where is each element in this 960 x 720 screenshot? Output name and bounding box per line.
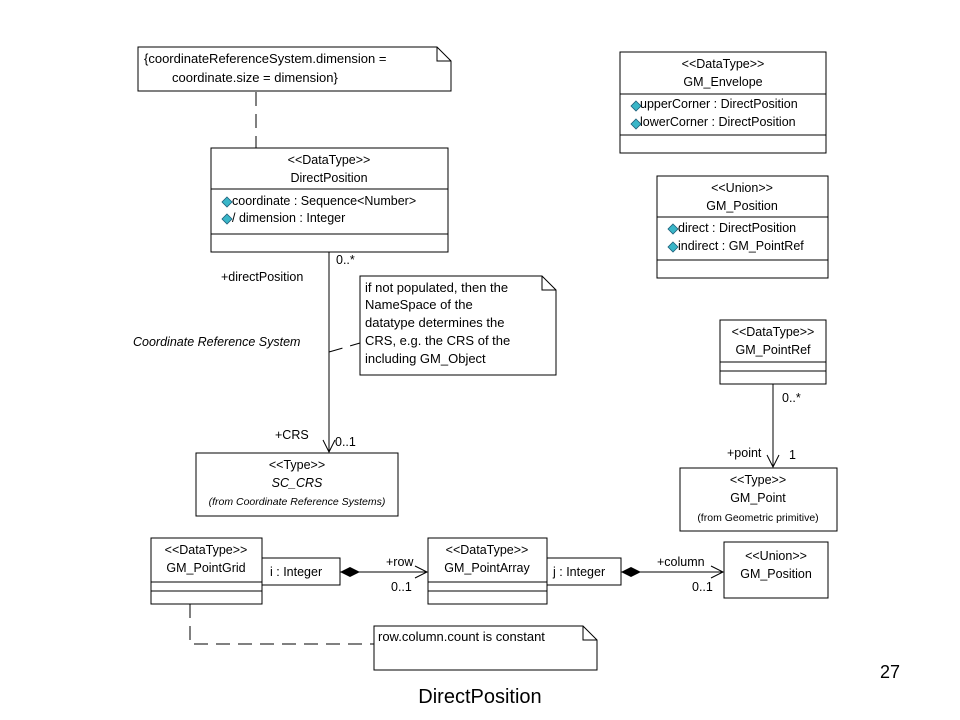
note-line: NameSpace of the bbox=[365, 297, 473, 312]
attribute-icon bbox=[221, 213, 233, 225]
note-dimension-constraint: {coordinateReferenceSystem.dimension = c… bbox=[137, 46, 452, 92]
class-name: SC_CRS bbox=[272, 476, 323, 490]
note-line: row.column.count is constant bbox=[378, 629, 545, 644]
class-gm-point[interactable]: <<Type>> GM_Point (from Geometric primit… bbox=[679, 467, 838, 532]
class-attribute: upperCorner : DirectPosition bbox=[640, 97, 798, 111]
class-stereotype: <<Union>> bbox=[745, 549, 807, 563]
class-gm-position-union[interactable]: <<Union>> GM_Position direct : DirectPos… bbox=[656, 175, 829, 279]
class-stereotype: <<Type>> bbox=[269, 458, 325, 472]
association-arrowhead bbox=[766, 454, 780, 469]
qualifier-label: i : Integer bbox=[270, 565, 322, 579]
class-stereotype: <<DataType>> bbox=[165, 543, 248, 557]
class-name: GM_Point bbox=[730, 491, 786, 505]
qualifier-j[interactable]: j : Integer bbox=[546, 557, 622, 586]
attribute-icon bbox=[667, 241, 679, 253]
association-role: +point bbox=[727, 446, 762, 460]
note-namespace: if not populated, then the NameSpace of … bbox=[359, 275, 557, 376]
class-gm-pointarray[interactable]: <<DataType>> GM_PointArray bbox=[427, 537, 548, 605]
class-gm-position[interactable]: <<Union>> GM_Position bbox=[723, 541, 829, 599]
association-multiplicity: 1 bbox=[789, 448, 796, 462]
class-stereotype: <<DataType>> bbox=[682, 57, 765, 71]
qualifier-i[interactable]: i : Integer bbox=[261, 557, 341, 586]
note-row-column: row.column.count is constant bbox=[373, 625, 598, 671]
note-line: {coordinateReferenceSystem.dimension = bbox=[144, 51, 386, 66]
class-name: GM_PointRef bbox=[735, 343, 811, 357]
class-name: GM_PointGrid bbox=[166, 561, 245, 575]
note-anchor-line bbox=[189, 604, 375, 645]
class-stereotype: <<DataType>> bbox=[446, 543, 529, 557]
association-name: Coordinate Reference System bbox=[133, 335, 300, 349]
class-directposition[interactable]: <<DataType>> DirectPosition coordinate :… bbox=[210, 147, 449, 253]
class-gm-envelope[interactable]: <<DataType>> GM_Envelope upperCorner : D… bbox=[619, 51, 827, 154]
association-multiplicity: 0..* bbox=[336, 253, 355, 267]
note-anchor-line bbox=[328, 342, 361, 353]
composition-diamond bbox=[340, 567, 360, 577]
page-number: 27 bbox=[880, 662, 901, 682]
note-line: datatype determines the bbox=[365, 315, 504, 330]
class-package: (from Coordinate Reference Systems) bbox=[209, 496, 386, 508]
class-package: (from Geometric primitive) bbox=[697, 512, 818, 524]
attribute-icon bbox=[667, 223, 679, 235]
class-name: GM_Envelope bbox=[683, 75, 762, 89]
class-stereotype: <<DataType>> bbox=[288, 153, 371, 167]
note-line: coordinate.size = dimension} bbox=[172, 70, 339, 85]
class-gm-pointref[interactable]: <<DataType>> GM_PointRef bbox=[719, 319, 827, 385]
note-line: including GM_Object bbox=[365, 351, 486, 366]
slide-title: DirectPosition bbox=[418, 686, 542, 708]
class-gm-pointgrid[interactable]: <<DataType>> GM_PointGrid bbox=[150, 537, 263, 605]
note-line: CRS, e.g. the CRS of the bbox=[365, 333, 510, 348]
association-multiplicity: 0..1 bbox=[335, 435, 356, 449]
attribute-icon bbox=[630, 118, 642, 130]
class-name: GM_PointArray bbox=[444, 561, 530, 575]
class-attribute: indirect : GM_PointRef bbox=[678, 239, 804, 253]
class-attribute: / dimension : Integer bbox=[232, 211, 345, 225]
class-stereotype: <<Union>> bbox=[711, 181, 773, 195]
association-multiplicity: 0..1 bbox=[692, 580, 713, 594]
association-role: +directPosition bbox=[221, 270, 303, 284]
class-sc-crs[interactable]: <<Type>> SC_CRS (from Coordinate Referen… bbox=[195, 452, 399, 517]
association-role: +CRS bbox=[275, 428, 309, 442]
class-attribute: coordinate : Sequence<Number> bbox=[232, 194, 416, 208]
association-multiplicity: 0..* bbox=[782, 391, 801, 405]
class-name: GM_Position bbox=[706, 199, 778, 213]
association-arrowhead bbox=[414, 565, 429, 579]
association-arrowhead bbox=[710, 565, 725, 579]
association-arrowhead bbox=[322, 439, 336, 454]
association-multiplicity: 0..1 bbox=[391, 580, 412, 594]
composition-diamond bbox=[621, 567, 641, 577]
class-stereotype: <<Type>> bbox=[730, 473, 786, 487]
class-attribute: lowerCorner : DirectPosition bbox=[640, 115, 796, 129]
class-name: GM_Position bbox=[740, 567, 812, 581]
association-role: +row bbox=[386, 555, 414, 569]
note-line: if not populated, then the bbox=[365, 280, 508, 295]
qualifier-label: j : Integer bbox=[552, 565, 605, 579]
attribute-icon bbox=[221, 196, 233, 208]
class-stereotype: <<DataType>> bbox=[732, 325, 815, 339]
class-name: DirectPosition bbox=[290, 171, 367, 185]
attribute-icon bbox=[630, 100, 642, 112]
class-attribute: direct : DirectPosition bbox=[678, 221, 796, 235]
association-role: +column bbox=[657, 555, 705, 569]
